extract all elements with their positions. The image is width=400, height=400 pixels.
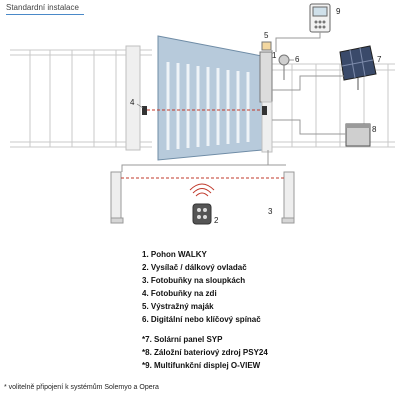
- battery-box: [345, 123, 371, 147]
- header-title: Standardní instalace: [6, 3, 79, 12]
- legend-item: 1. Pohon WALKY: [142, 250, 207, 259]
- legend-item: 2. Vysílač / dálkový ovladač: [142, 263, 247, 272]
- callout-8: 8: [372, 125, 377, 134]
- callout-9: 9: [336, 7, 341, 16]
- solar-panel: [339, 45, 377, 90]
- right-pillar: [261, 101, 273, 153]
- legend-item: 6. Digitální nebo klíčový spínač: [142, 315, 261, 324]
- legend-optional-item: *8. Záložní bateriový zdroj PSY24: [142, 348, 268, 357]
- callout-6: 6: [295, 55, 300, 64]
- legend-spacer: [142, 326, 268, 333]
- legend-item: 5. Výstražný maják: [142, 302, 214, 311]
- column-photocell-right: [281, 171, 295, 224]
- swing-gate: [157, 35, 263, 161]
- oview-display: [309, 3, 331, 33]
- left-pillar: [125, 45, 141, 151]
- callout-7: 7: [377, 55, 382, 64]
- legend-optional-item: *7. Solární panel SYP: [142, 335, 223, 344]
- header-underline: [6, 14, 84, 15]
- callout-4: 4: [130, 98, 135, 107]
- key-selector: [278, 54, 290, 80]
- warning-light: [261, 41, 272, 51]
- wall-photocell-right: [262, 106, 267, 115]
- wall-photocell-left: [142, 106, 147, 115]
- column-photocell-left: [110, 171, 124, 224]
- callout-3: 3: [268, 207, 273, 216]
- remote-control: [189, 183, 215, 225]
- callout-5: 5: [264, 31, 269, 40]
- callout-1: 1: [272, 51, 277, 60]
- legend: 1. Pohon WALKY 2. Vysílač / dálkový ovla…: [142, 248, 268, 372]
- callout-2: 2: [214, 216, 219, 225]
- gate-operator: [259, 51, 273, 103]
- legend-item: 3. Fotobuňky na sloupkách: [142, 276, 246, 285]
- installation-diagram: [10, 3, 395, 225]
- legend-item: 4. Fotobuňky na zdi: [142, 289, 217, 298]
- footnote: * volitelně připojení k systémům Solemyo…: [4, 384, 159, 391]
- legend-optional-item: *9. Multifunkční displej O-VIEW: [142, 361, 261, 370]
